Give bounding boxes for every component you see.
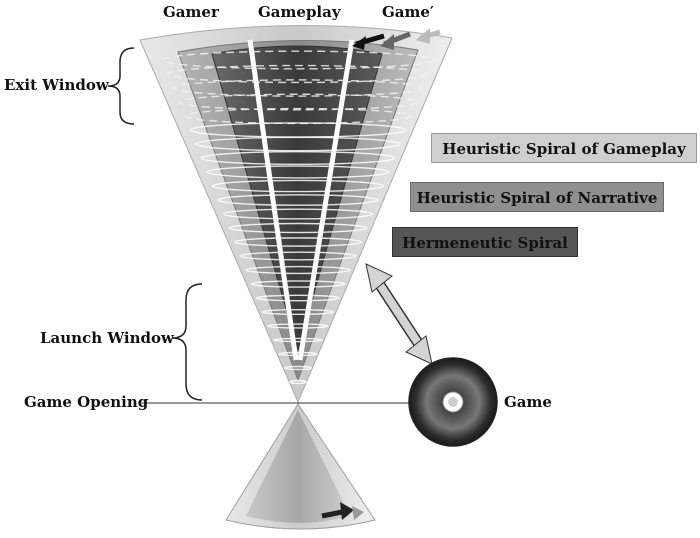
cone-gaps — [247, 39, 355, 361]
spiral-ring — [250, 280, 346, 288]
spiral-ring — [172, 79, 424, 97]
double-arrow-icon — [365, 263, 433, 365]
spiral-ring — [200, 150, 396, 166]
spiral-ring — [272, 337, 324, 343]
spiral-ring — [267, 323, 329, 329]
spiral-ring — [239, 251, 357, 261]
legend-narrative-spiral: Heuristic Spiral of Narrative — [410, 182, 664, 212]
label-gamer: Gamer — [163, 3, 219, 21]
spiral-ring — [211, 179, 385, 193]
spiral-ring — [183, 107, 413, 125]
spiral-ring — [206, 165, 390, 179]
spiral-ring — [233, 237, 363, 247]
spiral-ring — [278, 351, 318, 357]
label-launch-window: Launch Window — [40, 329, 174, 347]
spiral-ring — [256, 294, 340, 302]
spiral-ring — [244, 265, 352, 275]
spiral-ring — [283, 365, 313, 371]
label-game-prime: Game′ — [382, 3, 434, 21]
spiral-ring — [289, 379, 307, 385]
label-exit-window: Exit Window — [4, 76, 109, 94]
spiral-ring — [167, 64, 429, 84]
spiral-ring — [217, 194, 379, 206]
label-gameplay: Gameplay — [258, 3, 341, 21]
top-arrow-icons — [352, 28, 441, 50]
spiral-ring — [261, 308, 335, 316]
spiral-ring — [161, 50, 435, 70]
spiral-ring — [178, 93, 418, 111]
legend-gameplay-spiral: Heuristic Spiral of Gameplay — [431, 133, 697, 163]
spiral-ring — [228, 222, 368, 234]
bottom-arrow-icons — [321, 502, 364, 520]
spiral-ring — [222, 208, 374, 220]
spiral-rings-top — [161, 50, 435, 385]
spiral-ring — [195, 136, 401, 152]
launch-window-brace — [171, 283, 203, 401]
legend-hermeneutic-spiral: Hermeneutic Spiral — [392, 227, 578, 257]
label-game: Game — [504, 393, 552, 411]
exit-window-brace — [107, 47, 135, 125]
label-game-opening: Game Opening — [24, 393, 149, 411]
cd-disc-icon — [408, 357, 498, 447]
bottom-cone — [225, 403, 376, 530]
